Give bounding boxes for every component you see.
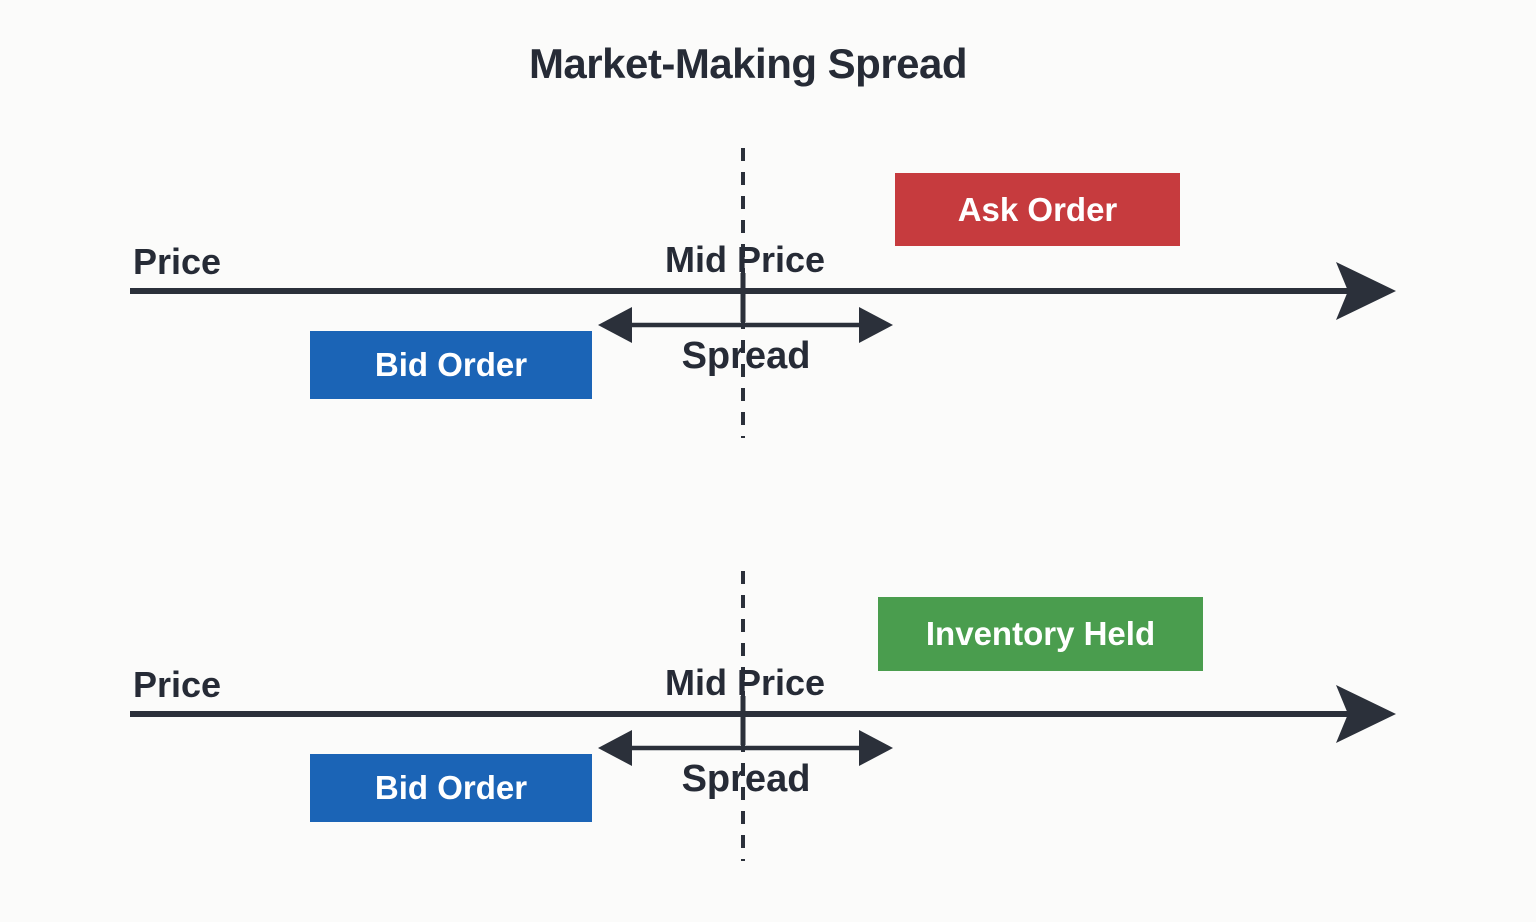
price-label: Price bbox=[133, 241, 222, 282]
spread-label: Spread bbox=[681, 335, 811, 377]
spread-arrowhead-left-icon bbox=[598, 730, 632, 766]
spread-arrowhead-right-icon bbox=[859, 730, 893, 766]
diagram-title: Market-Making Spread bbox=[528, 40, 968, 87]
ask-order-box: Ask Order bbox=[895, 173, 1180, 246]
bid-order-label: Bid Order bbox=[374, 346, 528, 383]
mid-price-label: Mid Price bbox=[664, 239, 826, 280]
price-label: Price bbox=[133, 664, 222, 705]
bid-order-label: Bid Order bbox=[374, 769, 528, 806]
spread-arrowhead-right-icon bbox=[859, 307, 893, 343]
inventory-held-box: Inventory Held bbox=[878, 597, 1203, 671]
panel-graphics bbox=[130, 571, 1396, 861]
panel-ask-scenario: Price Mid Price Spread Ask Order Bid Ord… bbox=[0, 140, 1536, 470]
price-axis-arrowhead-icon bbox=[1336, 685, 1396, 743]
spread-arrowhead-left-icon bbox=[598, 307, 632, 343]
mid-price-label: Mid Price bbox=[664, 662, 826, 703]
ask-order-label: Ask Order bbox=[957, 190, 1118, 228]
inventory-held-label: Inventory Held bbox=[925, 615, 1156, 652]
spread-label: Spread bbox=[681, 758, 811, 800]
price-axis-arrowhead-icon bbox=[1336, 262, 1396, 320]
panel-graphics bbox=[130, 148, 1396, 438]
bid-order-box: Bid Order bbox=[310, 331, 592, 399]
panel-inventory-scenario: Price Mid Price Spread Inventory Held Bi… bbox=[0, 563, 1536, 893]
bid-order-box: Bid Order bbox=[310, 754, 592, 822]
